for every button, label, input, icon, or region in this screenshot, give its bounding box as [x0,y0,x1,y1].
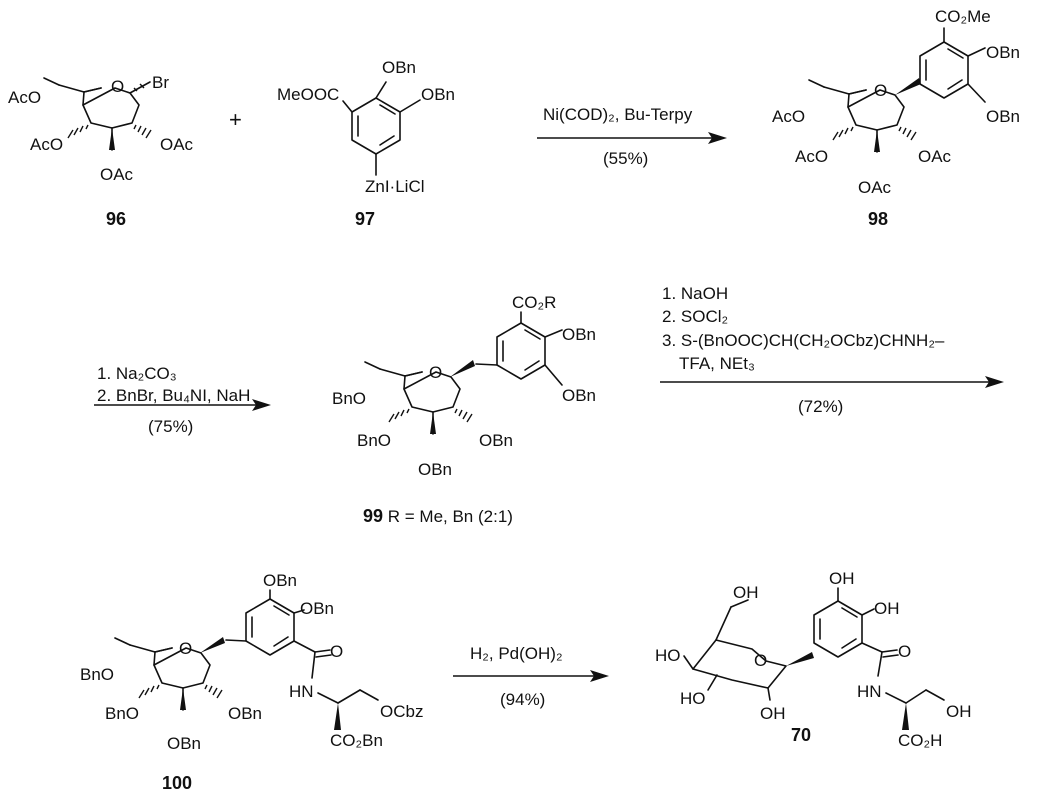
reagents-label: Ni(COD)₂, Bu-Terpy [543,105,693,124]
acetoxy-c6-label: AcO [772,107,805,126]
compound-number: 97 [355,209,375,229]
acetoxy-c6-label: AcO [8,88,41,107]
obn-aryl-top-label: OBn [562,325,596,344]
reaction-step-1: Ni(COD)₂, Bu-Terpy (55%) [537,105,727,168]
compound-number: 99 [363,506,383,526]
reaction-step-4: H₂, Pd(OH)₂ (94%) [453,644,609,709]
hydroxy-c4-label: HO [655,646,681,665]
ring-oxygen: O [111,77,124,96]
obn-aryl-side-label: OBn [300,599,334,618]
obn-side-label: OBn [421,85,455,104]
ester-label: CO₂Bn [330,731,383,750]
yield-label: (72%) [798,397,843,416]
obn-aryl-top-label: OBn [263,571,297,590]
ocbz-label: OCbz [380,702,423,721]
compound-96: O Br AcO AcO OAc OAc 96 [8,73,194,229]
compound-caption: 99 R = Me, Bn (2:1) [363,506,513,526]
benzyloxy-c4-label: BnO [105,704,139,723]
reagent-line-1: 1. Na₂CO₃ [97,364,177,383]
obn-top-label: OBn [382,58,416,77]
obn-aryl-bottom-label: OBn [562,386,596,405]
zinc-reagent-label: ZnI·LiCl [365,177,425,196]
benzyloxy-c2-label: OBn [228,704,262,723]
caption-text: R = Me, Bn (2:1) [383,507,513,526]
amide-nh-label: HN [857,682,882,701]
compound-97: MeOOC OBn OBn ZnI·LiCl 97 [277,58,455,229]
compound-100: O OBn OBn O HN OCbz CO₂Bn BnO BnO OBn OB… [80,571,423,793]
hydroxy-c3-label: HO [680,689,706,708]
yield-label: (94%) [500,690,545,709]
bromo-label: Br [152,73,169,92]
acetoxy-c3-label: OAc [100,165,134,184]
hydroxy-serine-label: OH [946,702,972,721]
hydroxy-aryl-top-label: OH [829,569,855,588]
acetoxy-c4-label: AcO [30,135,63,154]
ester-label: CO₂R [512,293,556,312]
compound-number: 98 [868,209,888,229]
reaction-step-3: 1. NaOH 2. SOCl₂ 3. S-(BnOOC)CH(CH₂OCbz)… [660,284,1004,416]
compound-number: 96 [106,209,126,229]
ring-oxygen: O [429,363,442,382]
reaction-step-2: 1. Na₂CO₃ 2. BnBr, Bu₄NI, NaH (75%) [94,364,271,436]
compound-98: O CO₂Me OBn OBn AcO AcO OAc OAc 98 [772,7,1020,229]
reagent-line-4: TFA, NEt₃ [679,354,755,373]
reagent-line-2: 2. BnBr, Bu₄NI, NaH [97,386,250,405]
obn-top-label: OBn [986,43,1020,62]
benzyloxy-c2-label: OBn [479,431,513,450]
benzyloxy-c3-label: OBn [418,460,452,479]
ring-oxygen: O [874,81,887,100]
ring-oxygen: O [754,651,767,670]
compound-number: 100 [162,773,192,793]
yield-label: (55%) [603,149,648,168]
hydroxy-aryl-side-label: OH [874,599,900,618]
reagents-label: H₂, Pd(OH)₂ [470,644,563,663]
acid-label: CO₂H [898,731,942,750]
benzyloxy-c6-label: BnO [80,665,114,684]
reagent-line-1: 1. NaOH [662,284,728,303]
acetoxy-c3-label: OAc [858,178,892,197]
compound-70: OH O HO HO OH OH OH O HN OH CO₂H 70 [655,569,972,750]
hydroxy-c6-label: OH [733,583,759,602]
acetoxy-c2-label: OAc [160,135,194,154]
amide-oxygen: O [898,642,911,661]
obn-bottom-label: OBn [986,107,1020,126]
plus-sign: + [229,107,242,132]
reagent-line-3: 3. S-(BnOOC)CH(CH₂OCbz)CHNH₂– [662,331,945,350]
compound-99: O CO₂R OBn OBn BnO BnO OBn OBn 99 R = Me… [332,293,596,526]
benzyloxy-c3-label: OBn [167,734,201,753]
reagent-line-2: 2. SOCl₂ [662,307,728,326]
ester-label: MeOOC [277,85,339,104]
ester-label: CO₂Me [935,7,991,26]
amide-nh-label: HN [289,682,314,701]
ring-oxygen: O [179,639,192,658]
compound-number: 70 [791,725,811,745]
acetoxy-c2-label: OAc [918,147,952,166]
benzyloxy-c4-label: BnO [357,431,391,450]
yield-label: (75%) [148,417,193,436]
amide-oxygen: O [330,642,343,661]
hydroxy-c2-label: OH [760,704,786,723]
acetoxy-c4-label: AcO [795,147,828,166]
benzyloxy-c6-label: BnO [332,389,366,408]
